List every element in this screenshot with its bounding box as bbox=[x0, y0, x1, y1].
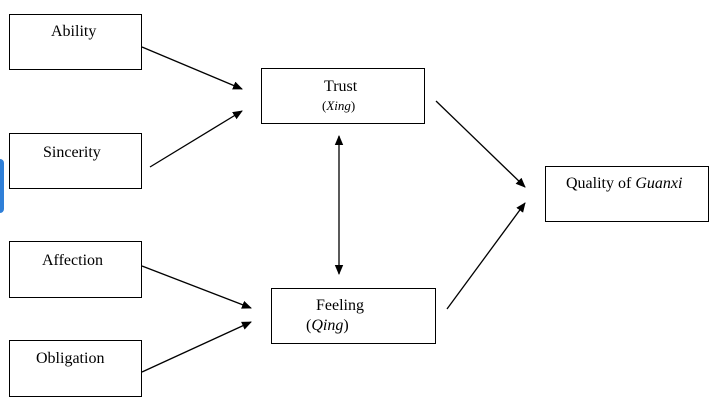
arrow-affection-to-feeling bbox=[141, 265, 252, 309]
label-quality-of-guanxi: Quality of Guanxi bbox=[566, 175, 682, 193]
label-feeling-sub-italic: Qing bbox=[311, 317, 344, 334]
label-obligation: Obligation bbox=[36, 350, 105, 367]
label-feeling-sub-open: ( bbox=[306, 317, 312, 334]
node-ability bbox=[9, 14, 142, 70]
label-trust-sub-open: ( bbox=[322, 98, 327, 113]
label-trust: Trust bbox=[324, 78, 358, 95]
node-sincerity bbox=[9, 133, 142, 189]
node-feeling bbox=[271, 288, 436, 344]
label-sincerity: Sincerity bbox=[43, 144, 101, 161]
node-quality-of-guanxi bbox=[545, 166, 709, 222]
arrow-obligation-to-feeling bbox=[141, 321, 252, 373]
node-obligation bbox=[9, 340, 142, 397]
label-trust-sub-italic: Xing bbox=[326, 98, 351, 113]
label-feeling-sub-close: ) bbox=[343, 317, 349, 334]
label-quality-prefix: Quality of bbox=[566, 175, 636, 192]
node-trust bbox=[261, 68, 425, 124]
label-trust-sub-close: ) bbox=[350, 98, 356, 113]
arrow-trust-to-quality bbox=[435, 100, 526, 188]
label-feeling: Feeling bbox=[316, 297, 364, 314]
label-quality-italic: Guanxi bbox=[635, 175, 683, 192]
arrow-feeling-to-quality bbox=[446, 202, 526, 310]
side-marker bbox=[0, 159, 4, 213]
label-feeling-sub: (Qing) bbox=[306, 317, 349, 335]
label-trust-sub: (Xing) bbox=[322, 98, 355, 113]
arrow-sincerity-to-trust bbox=[149, 110, 243, 168]
arrow-ability-to-trust bbox=[141, 46, 243, 90]
label-ability: Ability bbox=[51, 23, 97, 40]
node-affection bbox=[9, 241, 142, 298]
label-affection: Affection bbox=[42, 252, 104, 269]
